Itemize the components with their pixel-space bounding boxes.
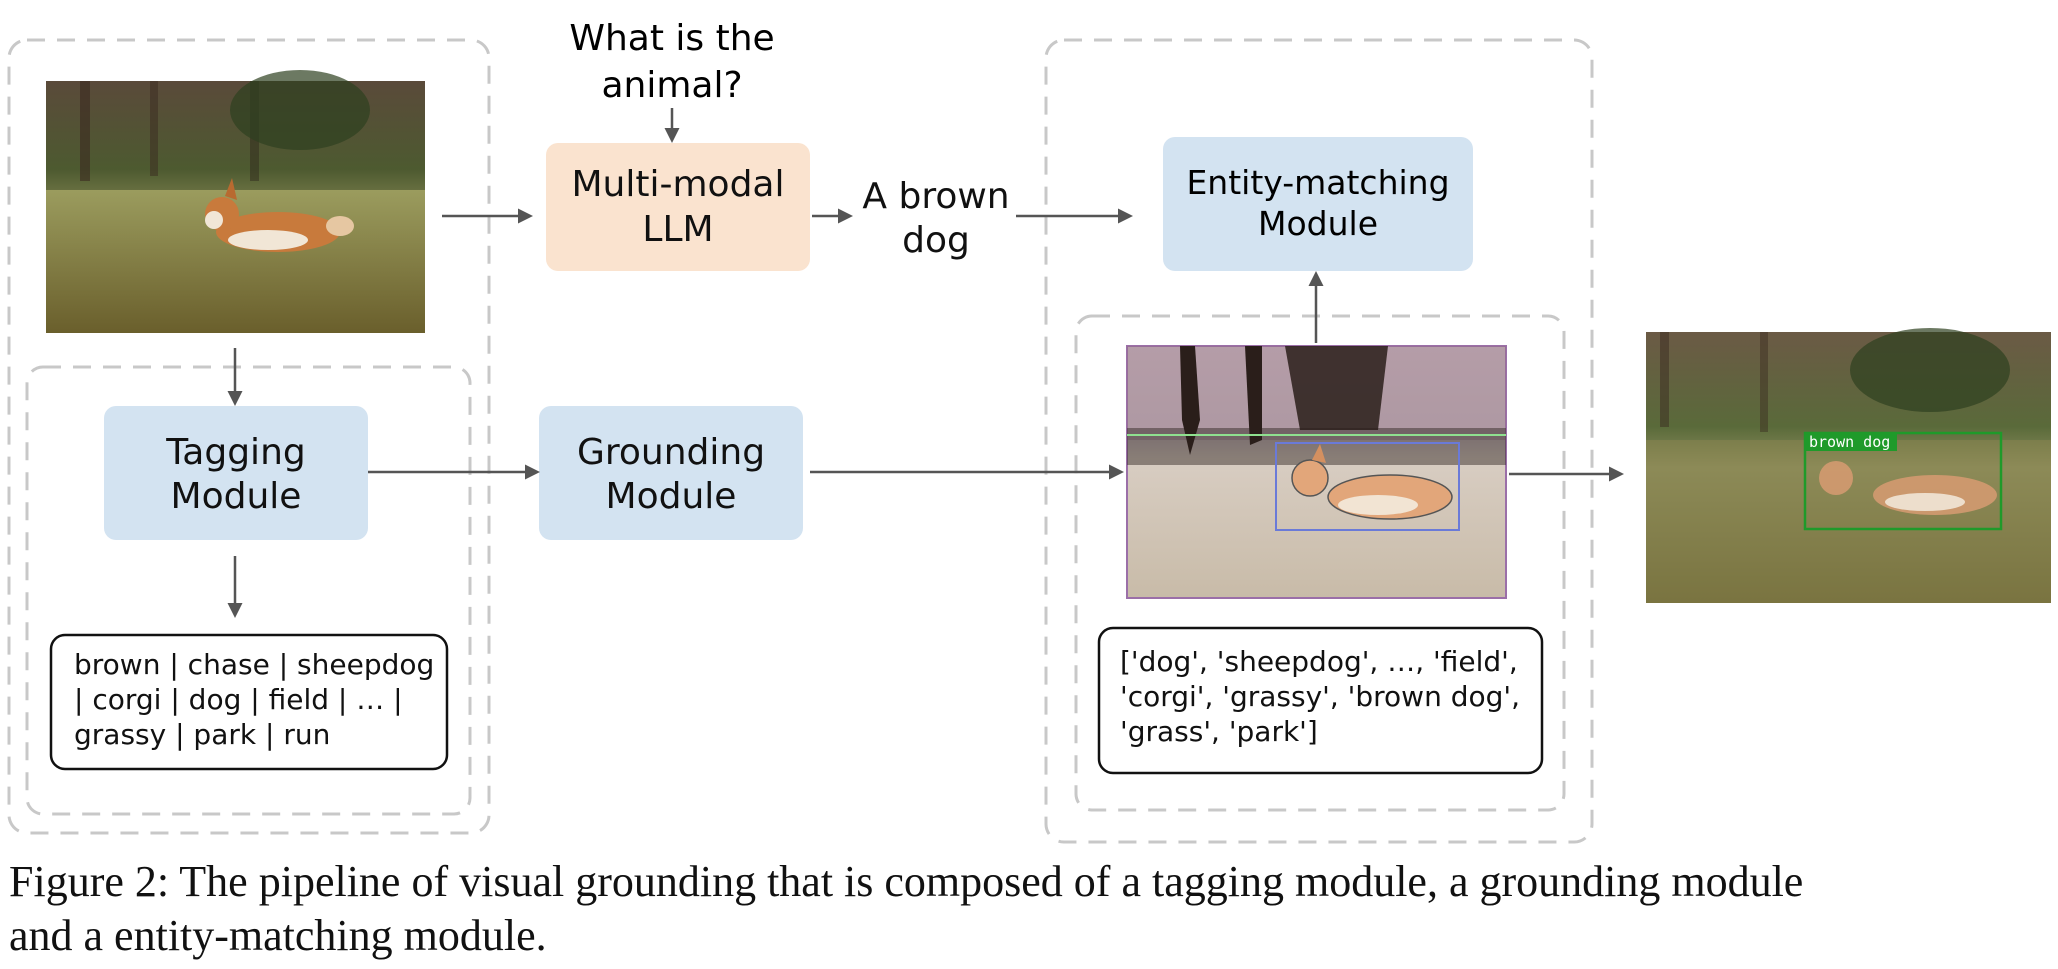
grounding-label-line-1: Grounding [577,432,765,473]
caption-line-2: and a entity-matching module. [9,911,547,960]
entities-line-2: 'corgi', 'grassy', 'brown dog', [1120,680,1520,713]
corgi-figure [205,178,354,252]
llm-label-line-1: Multi-modal [572,164,785,205]
segmented-corgi [1291,444,1453,520]
input-photo [46,70,425,333]
grounding-result-image [1126,345,1507,599]
tagging-module-box [104,406,368,540]
bounding-box [1803,431,2003,531]
right-dashed-group [1044,38,1594,844]
grounding-module-box [539,406,803,540]
output-photo: brown dog [1646,328,2051,603]
llm-box [546,143,810,271]
entity-matching-box [1163,137,1473,271]
grounding-result-dashed-group [1074,314,1566,812]
detected-corgi [1819,461,1997,515]
question-line-2: animal? [601,65,742,106]
left-dashed-group [7,38,491,835]
tags-line-3: grassy | park | run [74,718,330,751]
tags-line-1: brown | chase | sheepdog [74,648,434,681]
tagging-dashed-group [25,365,472,816]
entities-box [1097,626,1544,775]
tagging-label-line-2: Module [171,476,302,517]
bounding-box-label: brown dog [1809,433,1890,451]
question-line-1: What is the [569,18,774,59]
grounding-label-line-2: Module [606,476,737,517]
tags-line-2: | corgi | dog | field | … | [74,683,403,716]
caption-line-1: Figure 2: The pipeline of visual groundi… [9,857,1803,906]
entities-line-3: 'grass', 'park'] [1120,715,1318,748]
llm-label-line-2: LLM [642,209,713,250]
bounding-box-label-bg [1805,433,1897,451]
llm-output-line-1: A brown [862,176,1009,217]
entity-label-line-2: Module [1258,204,1378,243]
entity-label-line-1: Entity-matching [1186,163,1449,202]
tagging-label-line-1: Tagging [165,432,305,473]
entities-line-1: ['dog', 'sheepdog', …, 'field', [1120,645,1518,678]
tags-box [49,633,449,771]
llm-output-line-2: dog [902,220,970,261]
